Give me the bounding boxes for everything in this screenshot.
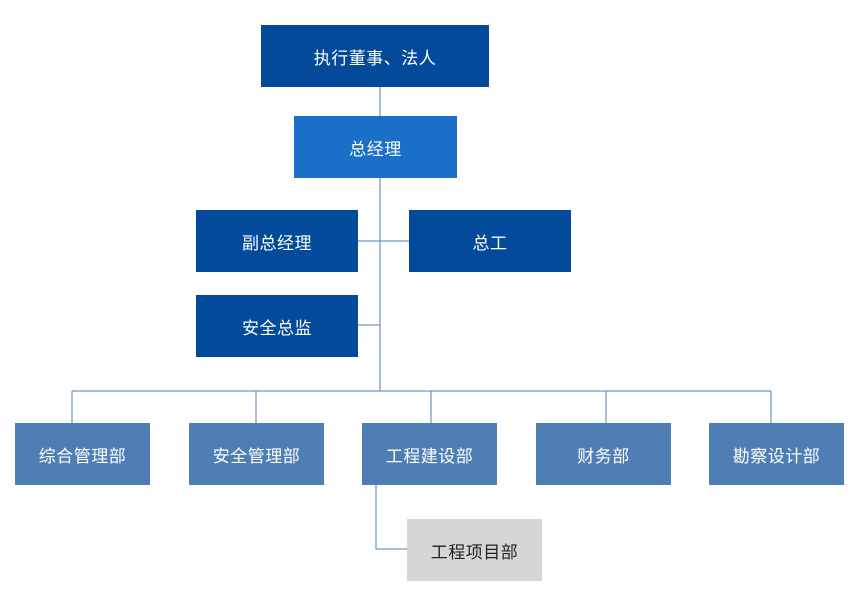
node-department: 勘察设计部 (709, 423, 844, 485)
node-label: 工程项目部 (430, 542, 519, 563)
node-label: 勘察设计部 (732, 446, 821, 467)
node-deputy-general-manager: 副总经理 (196, 210, 358, 272)
node-chief-engineer: 总工 (409, 210, 571, 272)
node-project-department: 工程项目部 (407, 519, 542, 581)
node-label: 安全总监 (242, 318, 312, 339)
node-label: 综合管理部 (38, 446, 127, 467)
node-label: 财务部 (577, 446, 630, 467)
node-department: 安全管理部 (189, 423, 324, 485)
node-label: 安全管理部 (212, 446, 301, 467)
node-label: 执行董事、法人 (313, 48, 437, 69)
node-department: 财务部 (536, 423, 671, 485)
node-label: 总经理 (349, 139, 402, 160)
node-label: 副总经理 (242, 233, 312, 254)
node-general-manager: 总经理 (294, 116, 457, 178)
node-label: 总工 (472, 233, 508, 254)
node-label: 工程建设部 (385, 446, 474, 467)
node-department: 综合管理部 (15, 423, 150, 485)
node-safety-director: 安全总监 (196, 295, 358, 357)
node-executive-director: 执行董事、法人 (261, 25, 489, 87)
line-dept2-project (375, 485, 407, 550)
node-department: 工程建设部 (362, 423, 497, 485)
